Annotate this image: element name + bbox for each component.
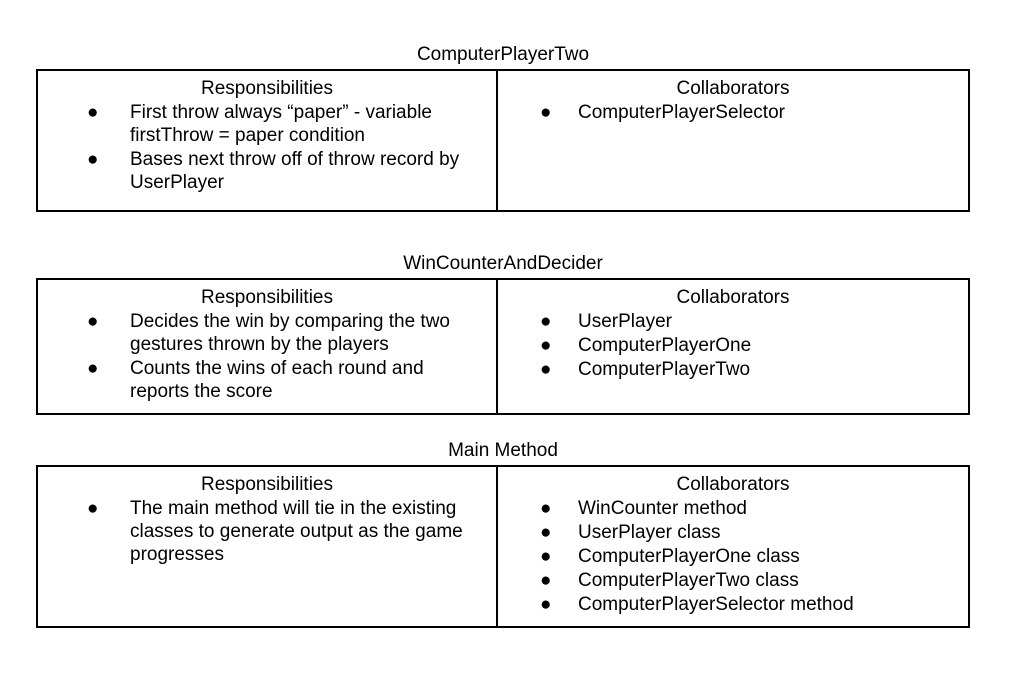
list-item: ● First throw always “paper” - variable … <box>46 101 488 147</box>
list-item-text: ComputerPlayerSelector method <box>578 594 854 615</box>
bullet-icon: ● <box>540 546 552 567</box>
list-item: ● Bases next throw off of throw record b… <box>46 148 488 194</box>
bullet-icon: ● <box>87 498 99 519</box>
bullet-icon: ● <box>87 358 99 379</box>
bullet-icon: ● <box>540 102 552 123</box>
bullet-icon: ● <box>87 311 99 332</box>
responsibilities-heading: Responsibilities <box>200 78 333 99</box>
list-item-text: Bases next throw off of throw record by … <box>130 149 460 193</box>
bullet-icon: ● <box>87 149 99 170</box>
bullet-icon: ● <box>540 522 552 543</box>
crc-card-title: Main Method <box>448 440 558 461</box>
list-item-text: UserPlayer <box>578 311 672 332</box>
crc-card-body: Responsibilities ● First throw always “p… <box>36 69 970 212</box>
list-item: ● ComputerPlayerSelector <box>506 101 960 124</box>
bullet-icon: ● <box>540 498 552 519</box>
bullet-icon: ● <box>540 335 552 356</box>
list-item: ● UserPlayer <box>506 310 960 333</box>
crc-card-title: ComputerPlayerTwo <box>416 44 590 65</box>
list-item-text: ComputerPlayerTwo class <box>578 570 799 591</box>
list-item-text: First throw always “paper” - variable fi… <box>130 102 432 146</box>
crc-card: Main Method Responsibilities ● The main … <box>36 440 970 628</box>
bullet-icon: ● <box>540 311 552 332</box>
collaborators-list: ● UserPlayer ● ComputerPlayerOne ● Compu… <box>506 310 960 381</box>
list-item: ● ComputerPlayerTwo <box>506 358 960 381</box>
responsibilities-column: Responsibilities ● The main method will … <box>38 467 498 626</box>
list-item-text: The main method will tie in the existing… <box>130 498 463 565</box>
list-item-text: ComputerPlayerTwo <box>578 359 751 380</box>
responsibilities-list: ● Decides the win by comparing the two g… <box>46 310 488 403</box>
crc-card: WinCounterAndDecider Responsibilities ● … <box>36 253 970 415</box>
list-item: ● Counts the wins of each round and repo… <box>46 357 488 403</box>
responsibilities-list: ● The main method will tie in the existi… <box>46 497 488 566</box>
list-item: ● ComputerPlayerOne class <box>506 545 960 568</box>
list-item-text: ComputerPlayerSelector <box>578 102 785 123</box>
collaborators-heading: Collaborators <box>676 287 790 308</box>
list-item: ● ComputerPlayerTwo class <box>506 569 960 592</box>
bullet-icon: ● <box>540 359 552 380</box>
list-item: ● ComputerPlayerOne <box>506 334 960 357</box>
responsibilities-column: Responsibilities ● First throw always “p… <box>38 71 498 210</box>
collaborators-heading: Collaborators <box>676 78 790 99</box>
list-item: ● Decides the win by comparing the two g… <box>46 310 488 356</box>
list-item-text: Decides the win by comparing the two ges… <box>130 311 450 355</box>
list-item-text: UserPlayer class <box>578 522 721 543</box>
collaborators-list: ● WinCounter method ● UserPlayer class ●… <box>506 497 960 616</box>
crc-card-body: Responsibilities ● Decides the win by co… <box>36 278 970 415</box>
responsibilities-heading: Responsibilities <box>200 474 333 495</box>
list-item: ● WinCounter method <box>506 497 960 520</box>
bullet-icon: ● <box>540 570 552 591</box>
crc-card: ComputerPlayerTwo Responsibilities ● Fir… <box>36 44 970 212</box>
list-item: ● ComputerPlayerSelector method <box>506 593 960 616</box>
collaborators-column: Collaborators ● UserPlayer ● ComputerPla… <box>498 280 968 413</box>
bullet-icon: ● <box>87 102 99 123</box>
responsibilities-list: ● First throw always “paper” - variable … <box>46 101 488 194</box>
collaborators-column: Collaborators ● WinCounter method ● User… <box>498 467 968 626</box>
collaborators-list: ● ComputerPlayerSelector <box>506 101 960 124</box>
responsibilities-heading: Responsibilities <box>200 287 333 308</box>
collaborators-column: Collaborators ● ComputerPlayerSelector <box>498 71 968 210</box>
list-item: ● UserPlayer class <box>506 521 960 544</box>
list-item: ● The main method will tie in the existi… <box>46 497 488 566</box>
crc-card-title: WinCounterAndDecider <box>403 253 603 274</box>
list-item-text: Counts the wins of each round and report… <box>130 358 424 402</box>
crc-card-body: Responsibilities ● The main method will … <box>36 465 970 628</box>
bullet-icon: ● <box>540 594 552 615</box>
collaborators-heading: Collaborators <box>676 474 790 495</box>
responsibilities-column: Responsibilities ● Decides the win by co… <box>38 280 498 413</box>
list-item-text: ComputerPlayerOne <box>578 335 752 356</box>
list-item-text: WinCounter method <box>578 498 747 519</box>
list-item-text: ComputerPlayerOne class <box>578 546 800 567</box>
